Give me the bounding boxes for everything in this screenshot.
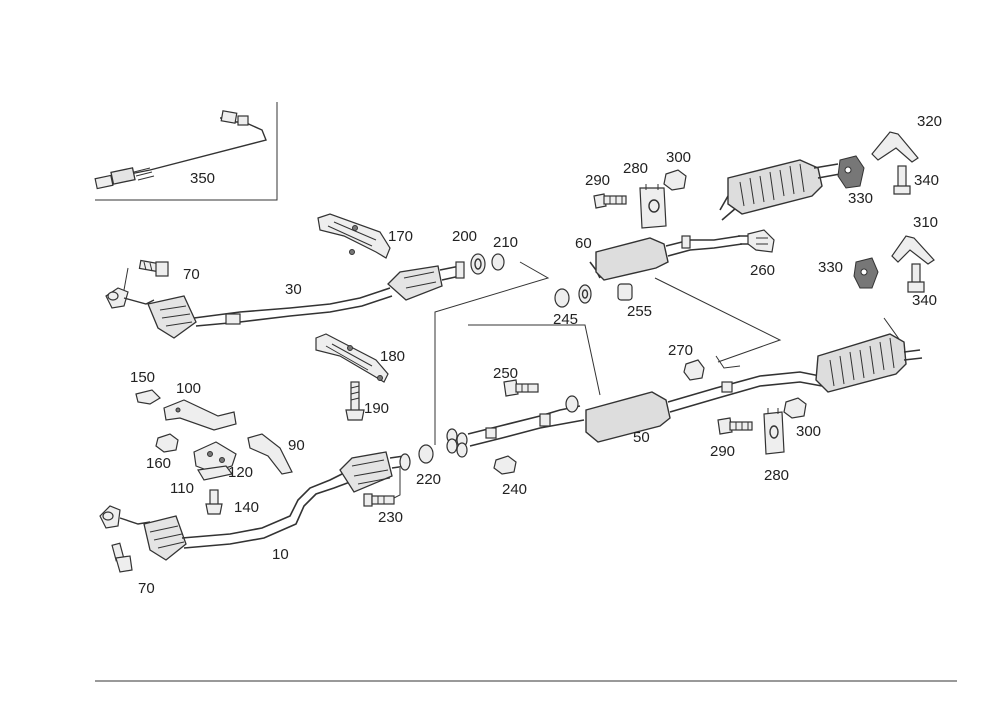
- oxygen-sensor-350[interactable]: [94, 110, 267, 190]
- bolt-250[interactable]: [503, 379, 539, 397]
- clamp-255-group[interactable]: [578, 283, 633, 304]
- front-pipe-30[interactable]: [105, 261, 465, 339]
- callout-210: 210: [493, 234, 518, 251]
- bracket-310[interactable]: [891, 235, 935, 265]
- strap-110[interactable]: [197, 465, 234, 481]
- bolt-70-bottom[interactable]: [111, 542, 133, 573]
- callout-340-top: 340: [914, 172, 939, 189]
- callout-250: 250: [493, 365, 518, 382]
- clip-150[interactable]: [135, 389, 161, 405]
- callout-200: 200: [452, 228, 477, 245]
- callout-10: 10: [272, 546, 289, 563]
- callout-270: 270: [668, 342, 693, 359]
- nut-270[interactable]: [683, 359, 705, 381]
- ring-210[interactable]: [491, 253, 505, 271]
- callout-290-top: 290: [585, 172, 610, 189]
- hanger-280-top[interactable]: [639, 184, 667, 229]
- rubber-mount-330-mid[interactable]: [853, 257, 879, 289]
- bolt-190[interactable]: [345, 381, 365, 421]
- heat-shield-180[interactable]: [315, 333, 389, 383]
- oxygen-sensor-inset: [94, 102, 278, 201]
- callout-300-bottom: 300: [796, 423, 821, 440]
- callout-50: 50: [633, 429, 650, 446]
- bolt-70-top[interactable]: [138, 259, 169, 277]
- bolt-290-bottom[interactable]: [717, 417, 753, 435]
- callout-280-bottom: 280: [764, 467, 789, 484]
- callout-350: 350: [190, 170, 215, 187]
- hanger-280-bottom[interactable]: [763, 408, 785, 455]
- gasket-200[interactable]: [470, 253, 486, 275]
- callout-310: 310: [913, 214, 938, 231]
- callout-220: 220: [416, 471, 441, 488]
- callout-180: 180: [380, 348, 405, 365]
- callout-245: 245: [553, 311, 578, 328]
- callout-255: 255: [627, 303, 652, 320]
- callout-labels: 350 170 200 210 30 70 60 280 300 290 320…: [130, 113, 942, 597]
- gasket-220[interactable]: [418, 444, 434, 464]
- callout-110: 110: [170, 480, 194, 497]
- callout-30: 30: [285, 281, 302, 298]
- bolt-340-top[interactable]: [893, 165, 911, 195]
- nut-300-top[interactable]: [663, 169, 687, 191]
- callout-330-top: 330: [848, 190, 873, 207]
- nut-300-bottom[interactable]: [783, 397, 807, 419]
- front-pipe-10[interactable]: [99, 451, 411, 561]
- callout-230: 230: [378, 509, 403, 526]
- rubber-mount-330-top[interactable]: [837, 155, 865, 189]
- bolt-340-mid[interactable]: [907, 263, 925, 293]
- bolt-290-top[interactable]: [593, 193, 627, 209]
- rear-muffler-lower[interactable]: [815, 333, 923, 393]
- callout-190: 190: [364, 400, 389, 417]
- intermediate-pipe-60[interactable]: [589, 235, 762, 281]
- callout-340-mid: 340: [912, 292, 937, 309]
- bracket-260[interactable]: [747, 229, 775, 253]
- callout-150: 150: [130, 369, 155, 386]
- callout-170: 170: [388, 228, 413, 245]
- leader-lines: [123, 261, 782, 501]
- callout-140: 140: [234, 499, 259, 516]
- nut-240[interactable]: [493, 455, 517, 475]
- callout-120: 120: [228, 464, 253, 481]
- callout-240: 240: [502, 481, 527, 498]
- callout-300-top: 300: [666, 149, 691, 166]
- callout-90: 90: [288, 437, 305, 454]
- nut-160[interactable]: [155, 433, 179, 453]
- callout-100: 100: [176, 380, 201, 397]
- ring-250-side[interactable]: [565, 395, 579, 413]
- inset-frame: [95, 102, 278, 201]
- callout-280-top: 280: [623, 160, 648, 177]
- bolt-230[interactable]: [363, 493, 395, 507]
- callout-70-bottom: 70: [138, 580, 155, 597]
- callout-260: 260: [750, 262, 775, 279]
- clamp-120[interactable]: [193, 441, 237, 473]
- bracket-320[interactable]: [871, 131, 919, 163]
- callout-60: 60: [575, 235, 592, 252]
- callout-330-mid: 330: [818, 259, 843, 276]
- callout-70-top: 70: [183, 266, 200, 283]
- bolt-140[interactable]: [205, 489, 223, 515]
- center-muffler-50[interactable]: [585, 355, 823, 443]
- bracket-100[interactable]: [163, 399, 237, 431]
- callout-320: 320: [917, 113, 942, 130]
- callout-160: 160: [146, 455, 171, 472]
- callout-290-bottom: 290: [710, 443, 735, 460]
- bracket-90[interactable]: [247, 433, 293, 475]
- heat-shield-170[interactable]: [317, 213, 391, 259]
- ring-245[interactable]: [554, 288, 570, 308]
- rear-muffler-top[interactable]: [719, 159, 841, 221]
- mid-pipe-flange[interactable]: [446, 405, 585, 458]
